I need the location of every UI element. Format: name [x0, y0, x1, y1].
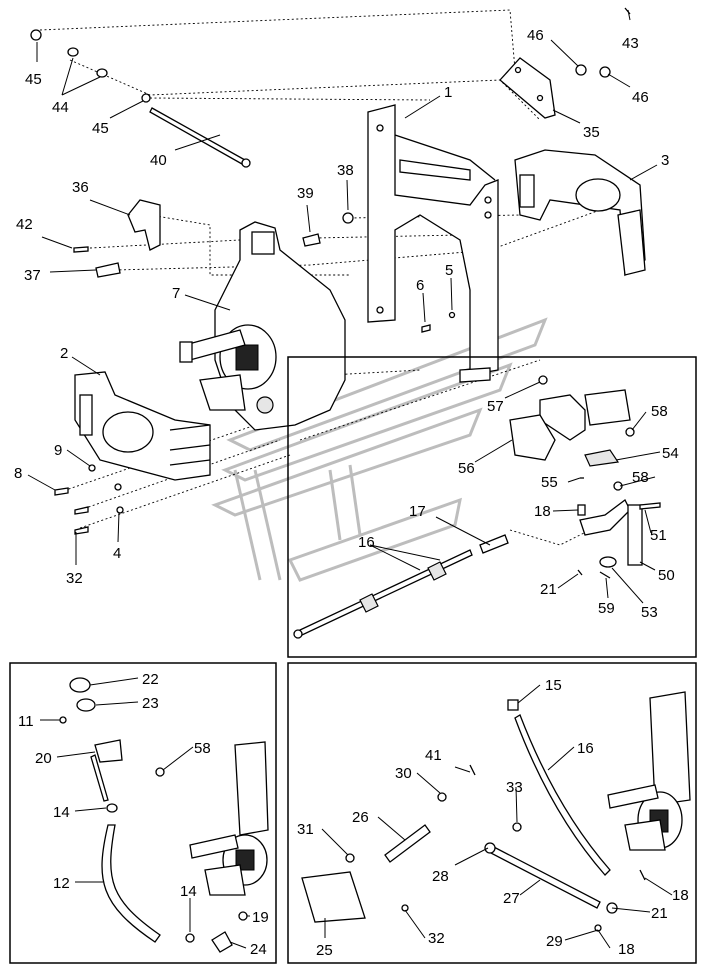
callout-14a: 14 — [53, 804, 70, 821]
callout-16a: 16 — [358, 534, 375, 551]
callout-8: 8 — [14, 465, 22, 482]
watermark-logo-icon — [211, 317, 548, 582]
callout-19: 19 — [252, 909, 269, 926]
callout-3: 3 — [661, 152, 669, 169]
callout-27: 27 — [503, 890, 520, 907]
callout-24: 24 — [250, 941, 267, 958]
callout-29: 29 — [546, 933, 563, 950]
callout-58b: 58 — [632, 469, 649, 486]
bracket-icon-3 — [514, 149, 646, 277]
callout-28: 28 — [432, 868, 449, 885]
callout-18b: 18 — [672, 887, 689, 904]
callout-33: 33 — [506, 779, 523, 796]
callout-4: 4 — [113, 545, 121, 562]
callout-32b: 32 — [428, 930, 445, 947]
callout-18a: 18 — [534, 503, 551, 520]
callout-11: 11 — [18, 713, 34, 730]
callout-20: 20 — [35, 750, 52, 767]
callout-2: 2 — [60, 345, 68, 362]
callout-40: 40 — [150, 152, 167, 169]
callout-39: 39 — [297, 185, 314, 202]
callout-26: 26 — [352, 809, 369, 826]
callout-58a: 58 — [651, 403, 668, 420]
callout-59: 59 — [598, 600, 615, 617]
callout-5: 5 — [445, 262, 453, 279]
bracket-2 — [74, 371, 211, 481]
fill-parts — [59, 677, 269, 953]
callout-1: 1 — [444, 84, 452, 101]
callout-32a: 32 — [66, 570, 83, 587]
leader-lines — [27, 9, 673, 949]
mounting-bracket-1 — [367, 104, 499, 383]
callout-18c: 18 — [618, 941, 635, 958]
callout-17: 17 — [409, 503, 426, 520]
callout-44: 44 — [52, 99, 69, 116]
callout-45a: 45 — [25, 71, 42, 88]
callout-36: 36 — [72, 179, 89, 196]
callout-46a: 46 — [527, 27, 544, 44]
callout-51: 51 — [650, 527, 667, 544]
shift-parts — [301, 691, 691, 932]
control-bracket-parts — [509, 375, 661, 579]
callout-25: 25 — [316, 942, 333, 959]
callout-15: 15 — [545, 677, 562, 694]
gearcase-icon-7 — [179, 221, 346, 431]
callouts-fill: 22 23 11 20 58 14 12 14 19 24 — [18, 671, 269, 958]
callout-6: 6 — [416, 277, 424, 294]
inset-shift-frame — [287, 662, 697, 964]
callout-22: 22 — [142, 671, 159, 688]
callout-38: 38 — [337, 162, 354, 179]
callout-7: 7 — [172, 285, 180, 302]
callout-21a: 21 — [540, 581, 557, 598]
callouts-control: 57 58 54 56 55 58 18 51 17 16 50 21 59 5… — [358, 398, 679, 621]
inset-fill-frame — [9, 662, 277, 964]
callout-58c: 58 — [194, 740, 211, 757]
callout-43: 43 — [622, 35, 639, 52]
rod-40 — [149, 107, 251, 168]
callout-54: 54 — [662, 445, 679, 462]
hardware-main — [30, 7, 631, 535]
callout-41: 41 — [425, 747, 442, 764]
callout-12: 12 — [53, 875, 70, 892]
callout-56: 56 — [458, 460, 475, 477]
callout-31: 31 — [297, 821, 314, 838]
callout-16b: 16 — [577, 740, 594, 757]
callout-45b: 45 — [92, 120, 109, 137]
callout-42: 42 — [16, 216, 33, 233]
callouts-shift: 15 16 41 30 33 31 26 28 27 18 21 25 32 2… — [297, 677, 689, 959]
callout-57: 57 — [487, 398, 504, 415]
callouts-main: 45 44 45 40 36 42 37 46 43 46 35 1 3 39 … — [14, 27, 669, 587]
callout-9: 9 — [54, 442, 62, 459]
callout-14b: 14 — [180, 883, 197, 900]
callout-35: 35 — [583, 124, 600, 141]
callout-46b: 46 — [632, 89, 649, 106]
callout-37: 37 — [24, 267, 41, 284]
clip-36 — [127, 199, 161, 251]
callout-55: 55 — [541, 474, 558, 491]
callout-30: 30 — [395, 765, 412, 782]
callout-21b: 21 — [651, 905, 668, 922]
inset-control-frame — [287, 356, 697, 658]
plate-35 — [499, 57, 556, 119]
callout-53: 53 — [641, 604, 658, 621]
callout-23: 23 — [142, 695, 159, 712]
callout-50: 50 — [658, 567, 675, 584]
cable-icon-16 — [293, 534, 509, 639]
